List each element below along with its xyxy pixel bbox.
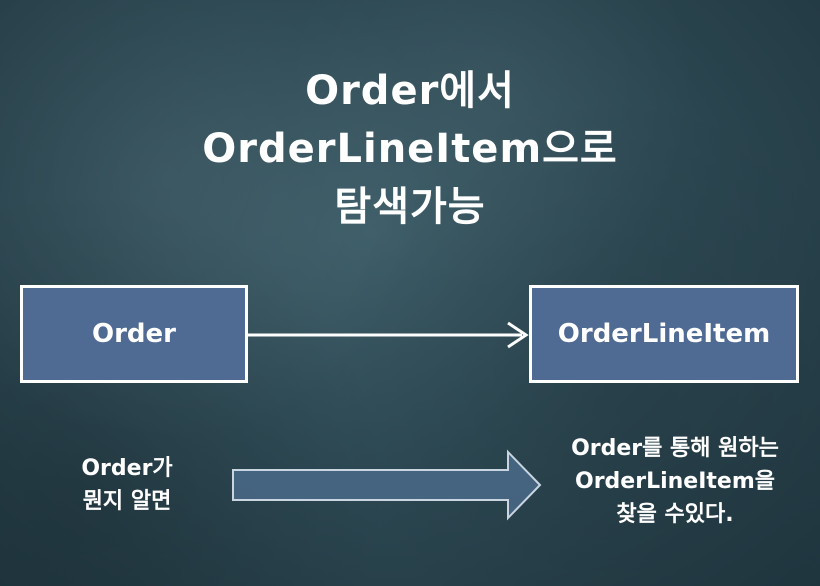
order-box-label: Order [92,319,176,349]
caption-right-line-2: OrderLineItem을 [575,469,775,494]
caption-left: Order가 뭔지 알면 [52,452,202,518]
caption-left-line-2: 뭔지 알면 [82,489,172,514]
title-line-3: 탐색가능 [334,184,486,230]
caption-right: Order를 통해 원하는 OrderLineItem을 찾을 수있다. [540,432,810,531]
association-arrow-head [507,321,529,349]
caption-right-line-1: Order를 통해 원하는 [571,436,779,461]
title-line-2: OrderLineItem으로 [202,126,618,172]
order-line-item-box-label: OrderLineItem [557,319,771,349]
navigation-block-arrow [232,449,542,521]
title-line-1: Order에서 [305,68,515,114]
order-line-item-box: OrderLineItem [529,285,799,383]
order-box: Order [20,285,248,383]
caption-right-line-3: 찾을 수있다. [616,502,734,527]
diagram-title: Order에서 OrderLineItem으로 탐색가능 [0,62,820,236]
caption-left-line-1: Order가 [81,456,173,481]
